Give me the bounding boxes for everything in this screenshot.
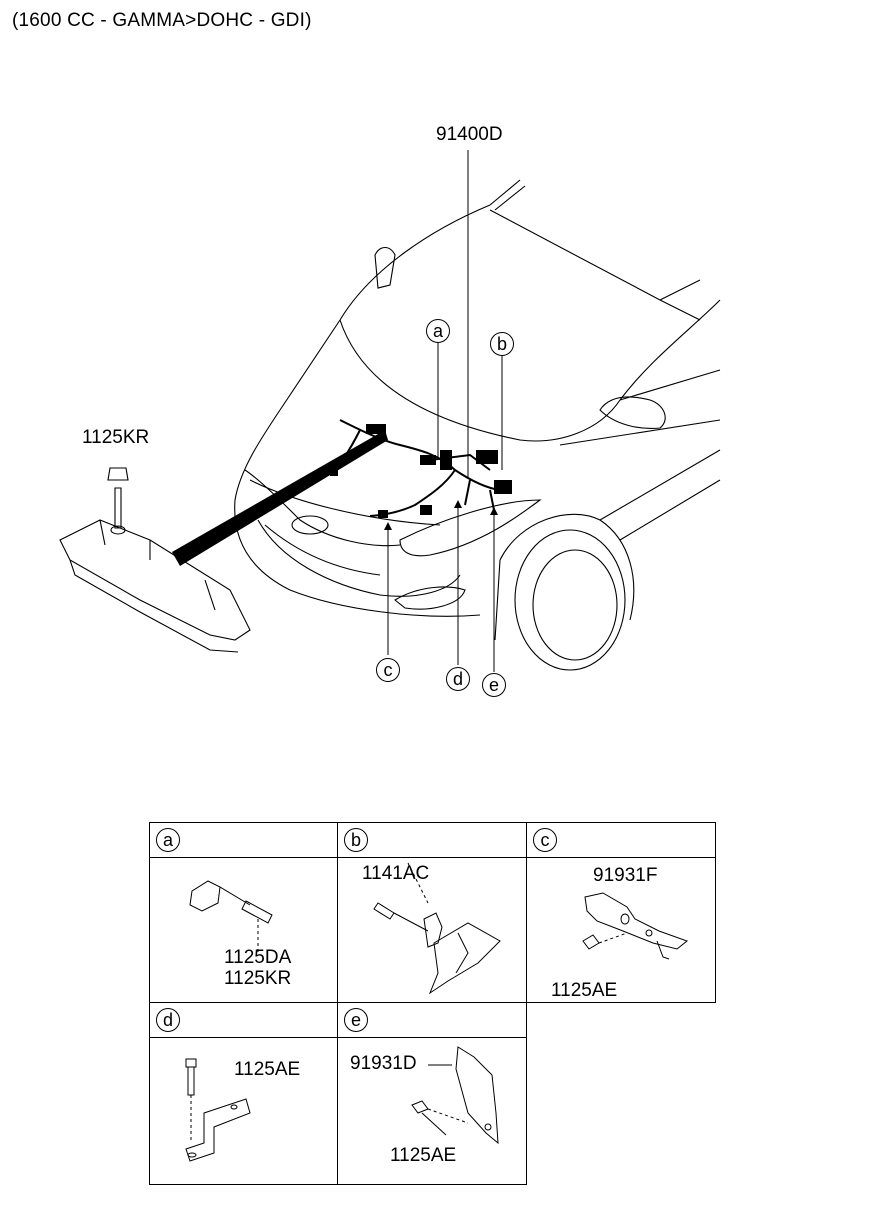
detail-key-a: a [156,828,180,852]
detail-key-c: c [533,828,557,852]
bracket-e-drawing [411,1046,499,1145]
page-title: (1600 CC - GAMMA>DOHC - GDI) [12,10,312,31]
detail-table: a 1125DA 1125KR b 1141AC [149,822,716,1185]
callout-e: e [482,673,506,697]
callout-d: d [446,667,470,691]
harness-part-label: 91400D [436,124,503,145]
detail-cell-d: d 1125AE [149,1002,338,1185]
detail-cell-b: b 1141AC [337,822,527,1003]
detail-cell-a: a 1125DA 1125KR [149,822,338,1003]
detail-cell-c: c 91931F 1125AE [526,822,716,1003]
bracket-c-drawing [582,892,689,960]
part-label-1125DA: 1125DA [224,947,292,968]
part-label-91931D: 91931D [350,1053,417,1074]
detail-key-b: b [344,828,368,852]
part-label-1125KR: 1125KR [224,968,292,989]
part-label-91931F: 91931F [593,865,658,886]
bolt-part-label: 1125KR [82,427,150,448]
bracket-bolt-drawing [373,862,501,995]
part-label-1125AE: 1125AE [234,1059,301,1080]
callout-c: c [376,658,400,682]
callout-b: b [490,332,514,356]
callout-a: a [426,319,450,343]
part-label-1125AE: 1125AE [390,1145,457,1166]
vehicle-wiring-illustration [59,150,721,672]
bracket-d-drawing [185,1058,251,1162]
clip-bolt-drawing [189,880,273,953]
detail-key-d: d [156,1008,180,1032]
part-label-1141AC: 1141AC [362,863,430,884]
detail-cell-e: e 91931D 1125AE [337,1002,527,1185]
part-label-1125AE: 1125AE [551,980,618,1001]
detail-key-e: e [344,1008,368,1032]
